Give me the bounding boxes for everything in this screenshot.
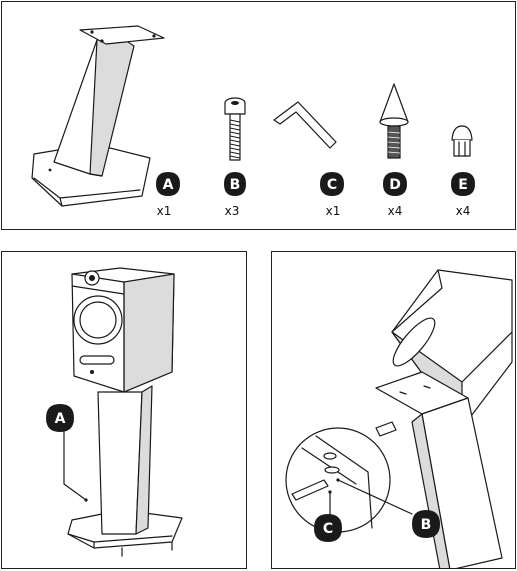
part-badge-c: C bbox=[320, 172, 344, 196]
fixing-detail-drawing: C B bbox=[285, 269, 513, 568]
bolt-icon bbox=[224, 97, 246, 161]
callout-badge-b: B bbox=[412, 510, 440, 538]
step-panel-place-speaker: A bbox=[1, 251, 247, 569]
parts-panel: A B C D E x1 x3 x1 x4 x4 bbox=[1, 1, 516, 230]
part-badge-a: A bbox=[156, 172, 180, 196]
svg-text:E: E bbox=[458, 177, 468, 193]
step-panel-fix-bolts: C B bbox=[271, 251, 516, 569]
svg-text:B: B bbox=[230, 177, 241, 193]
callout-badge-a: A bbox=[46, 404, 74, 432]
foot-cap-icon bbox=[451, 125, 473, 157]
spike-icon bbox=[379, 83, 409, 159]
svg-text:A: A bbox=[55, 411, 66, 427]
callout-badge-c: C bbox=[314, 514, 342, 542]
part-badge-d: D bbox=[383, 172, 407, 196]
part-qty-e: x4 bbox=[455, 204, 471, 218]
svg-text:C: C bbox=[327, 177, 337, 193]
part-badge-e: E bbox=[451, 172, 475, 196]
parts-drawing: A B C D E bbox=[31, 25, 475, 207]
part-qty-a: x1 bbox=[156, 204, 172, 218]
allen-key-icon bbox=[273, 101, 337, 149]
stand-base-icon bbox=[31, 25, 165, 207]
part-qty-d: x4 bbox=[387, 204, 403, 218]
part-qty-c: x1 bbox=[325, 204, 341, 218]
svg-text:C: C bbox=[323, 521, 333, 537]
svg-text:A: A bbox=[163, 177, 174, 193]
part-badge-b: B bbox=[224, 172, 246, 196]
part-qty-b: x3 bbox=[224, 204, 240, 218]
speaker-on-stand-drawing: A bbox=[46, 267, 183, 557]
svg-text:D: D bbox=[389, 177, 401, 193]
svg-text:B: B bbox=[421, 517, 432, 533]
